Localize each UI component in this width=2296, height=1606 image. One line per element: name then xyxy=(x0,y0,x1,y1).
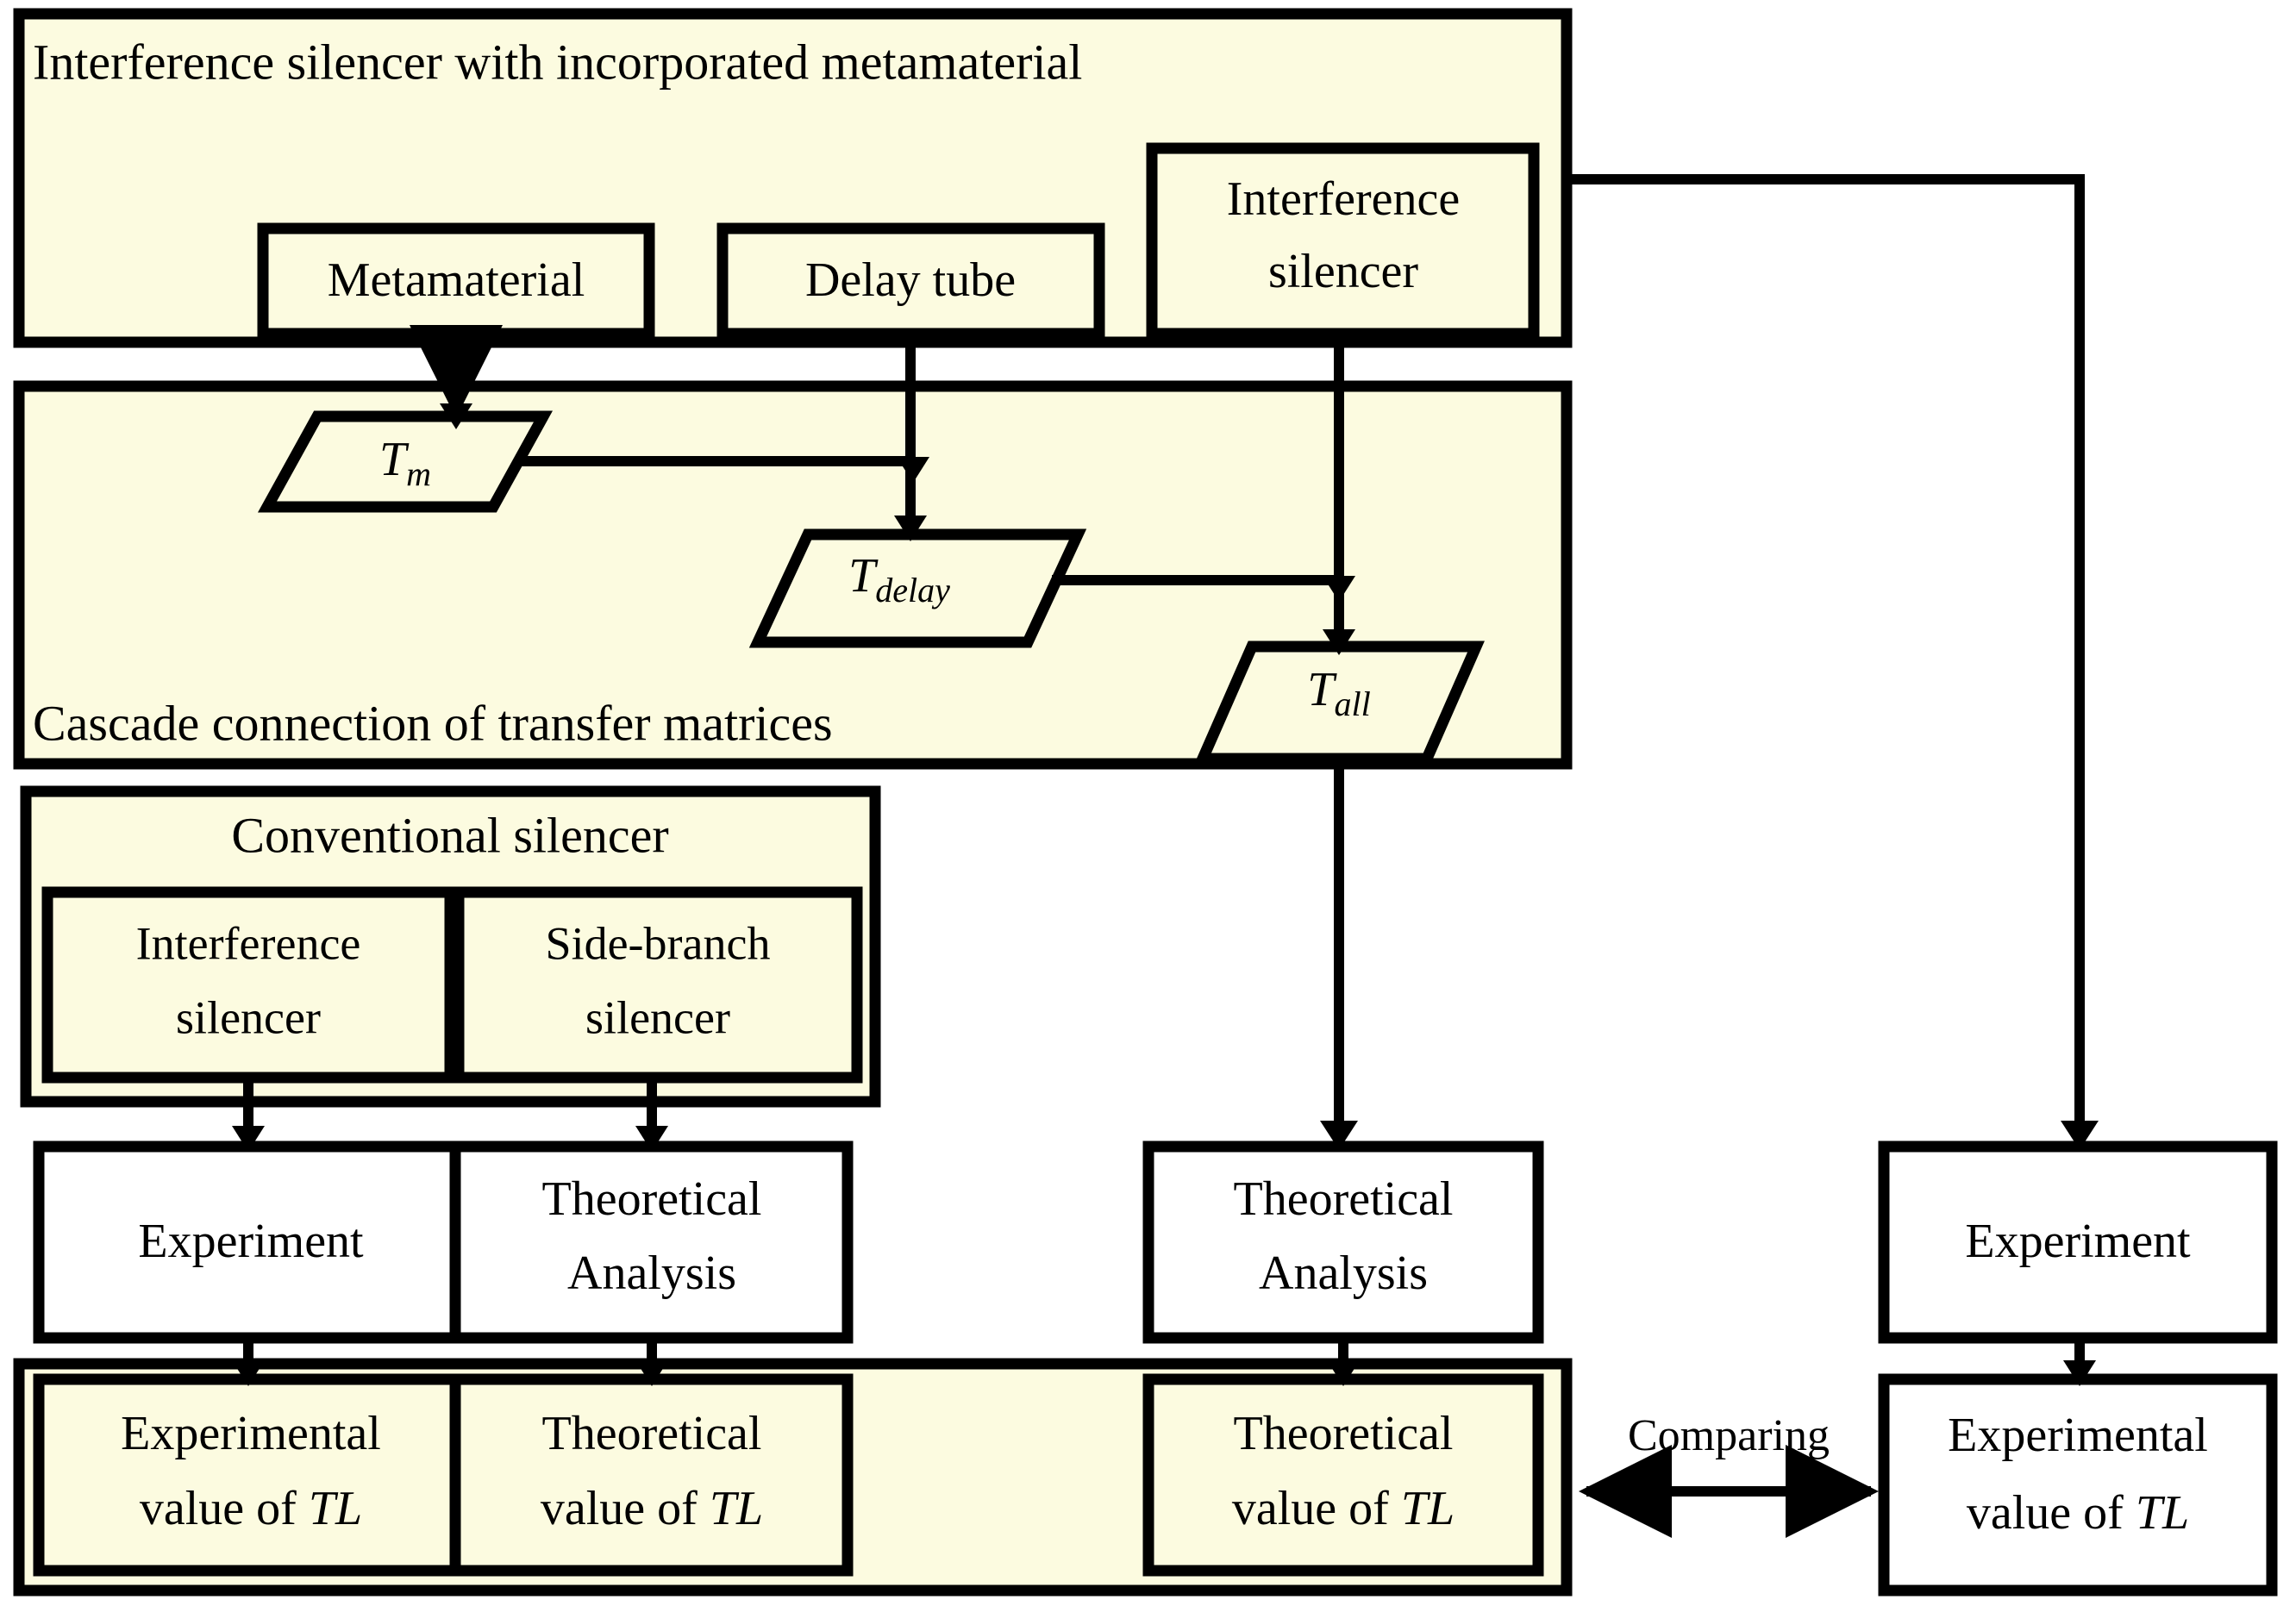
node-theoretical-value-tl-left-line2-italic: TL xyxy=(710,1482,763,1535)
container-conventional-group-label: Conventional silencer xyxy=(231,807,668,863)
node-t-delay-sub: delay xyxy=(875,571,950,609)
node-theoretical-value-tl-mid-line2-italic: TL xyxy=(1401,1482,1455,1535)
node-t-m-base: T xyxy=(379,433,410,486)
node-t-delay-label: Tdelay xyxy=(848,549,950,609)
node-experimental-value-tl-left-line1: Experimental xyxy=(121,1407,381,1460)
edge-conv-sidebranch-to-theoretical-left-arrowhead xyxy=(635,1126,668,1152)
edge-experiment-left-to-exp-value-arrowhead xyxy=(232,1360,265,1386)
edge-tall-to-theoretical-analysis-mid-arrowhead xyxy=(1320,1121,1358,1150)
node-theoretical-value-tl-mid-line1: Theoretical xyxy=(1234,1407,1454,1460)
node-theoretical-analysis-left-line1: Theoretical xyxy=(542,1172,762,1226)
node-theoretical-value-tl-mid-line2: value of TL xyxy=(1232,1482,1455,1535)
edge-metamaterial-to-tm-arrowhead xyxy=(440,403,472,429)
node-conv-interference-silencer-line1: Interference xyxy=(136,917,361,969)
container-cascade-group-label: Cascade connection of transfer matrices xyxy=(33,695,833,751)
node-t-delay-shape[interactable] xyxy=(748,528,1087,648)
edge-metamaterial-group-to-experiment-right-arrowhead xyxy=(2061,1121,2099,1150)
node-conv-interference-silencer-line2: silencer xyxy=(176,991,321,1043)
node-t-m-sub: m xyxy=(406,454,431,493)
node-experimental-value-tl-left-line2-italic: TL xyxy=(309,1482,362,1535)
edge-metamaterial-group-to-experiment-right xyxy=(1567,174,2085,1125)
node-theoretical-analysis-left-line2: Analysis xyxy=(567,1247,736,1300)
node-theoretical-value-tl-left-line1: Theoretical xyxy=(542,1407,762,1460)
node-theoretical-analysis-mid-line1: Theoretical xyxy=(1234,1172,1454,1226)
node-experimental-value-tl-right-line2-italic: TL xyxy=(2136,1486,2189,1540)
edge-conv-interference-to-experiment-left-arrowhead xyxy=(232,1126,265,1152)
node-interference-silencer-top-line1: Interference xyxy=(1227,172,1460,226)
edge-theoretical-mid-to-theo-value-arrowhead xyxy=(1327,1360,1360,1386)
node-theoretical-value-tl-mid-line2-pre: value of xyxy=(1232,1482,1401,1535)
node-theoretical-analysis-mid-line2: Analysis xyxy=(1259,1247,1428,1300)
container-metamaterial-group-label: Interference silencer with incorporated … xyxy=(33,34,1082,90)
node-experimental-value-tl-right-line2-pre: value of xyxy=(1967,1486,2136,1540)
node-delay-tube-label: Delay tube xyxy=(805,253,1016,307)
node-interference-silencer-top-box[interactable] xyxy=(1146,142,1540,340)
edge-interference-top-to-tall-arrowhead xyxy=(1323,629,1355,655)
node-experimental-value-tl-left-line2-pre: value of xyxy=(140,1482,309,1535)
node-t-all-sub: all xyxy=(1334,684,1370,723)
edge-experiment-right-to-exp-value-arrowhead xyxy=(2063,1360,2096,1386)
edge-comparing-label: Comparing xyxy=(1628,1411,1830,1460)
node-metamaterial-label: Metamaterial xyxy=(328,253,585,307)
node-t-all-base: T xyxy=(1307,663,1337,716)
node-t-all-shape[interactable] xyxy=(1194,641,1485,765)
node-conv-side-branch-silencer-line2: silencer xyxy=(585,991,730,1043)
node-experiment-left-label: Experiment xyxy=(138,1215,364,1268)
node-conv-side-branch-silencer-box[interactable] xyxy=(453,886,863,1084)
node-experimental-value-tl-left-line2: value of TL xyxy=(140,1482,362,1535)
node-t-m-label: Tm xyxy=(379,433,431,493)
node-experiment-right-label: Experiment xyxy=(1965,1215,2191,1268)
node-experimental-value-tl-right-line1: Experimental xyxy=(1948,1409,2208,1462)
node-conv-side-branch-silencer-line1: Side-branch xyxy=(546,917,771,969)
node-interference-silencer-top-line2: silencer xyxy=(1268,245,1418,298)
node-theoretical-analysis-mid-box[interactable] xyxy=(1142,1140,1544,1344)
node-theoretical-value-tl-left-line2: value of TL xyxy=(541,1482,763,1535)
node-experimental-value-tl-right-line2: value of TL xyxy=(1967,1486,2189,1540)
node-t-all-label: Tall xyxy=(1307,663,1370,723)
node-theoretical-value-tl-left-line2-pre: value of xyxy=(541,1482,710,1535)
node-experimental-value-tl-left-box[interactable] xyxy=(33,1373,469,1577)
node-t-delay-base: T xyxy=(848,549,879,603)
edge-theoretical-left-to-theo-value-arrowhead xyxy=(635,1360,668,1386)
edge-delaytube-to-tdelay-arrowhead xyxy=(894,516,927,541)
